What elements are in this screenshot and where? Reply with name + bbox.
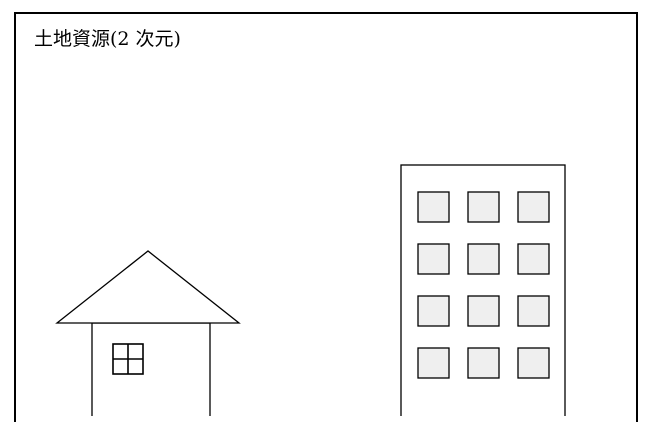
house-wall — [91, 322, 211, 416]
building-window — [517, 191, 550, 223]
building-window — [417, 347, 450, 379]
building-window — [467, 347, 500, 379]
house-icon — [55, 250, 241, 416]
building-window — [467, 295, 500, 327]
building-window — [467, 191, 500, 223]
building-window — [517, 347, 550, 379]
house-window — [112, 343, 144, 375]
building-windows — [417, 191, 550, 379]
building-window — [517, 295, 550, 327]
diagram-frame — [14, 12, 638, 422]
building-window — [417, 295, 450, 327]
building-window — [417, 243, 450, 275]
building-window — [467, 243, 500, 275]
building-icon — [400, 164, 566, 416]
house-roof — [55, 250, 241, 324]
building-window — [517, 243, 550, 275]
building-window — [417, 191, 450, 223]
diagram-title: 土地資源(2 次元) — [34, 28, 181, 50]
